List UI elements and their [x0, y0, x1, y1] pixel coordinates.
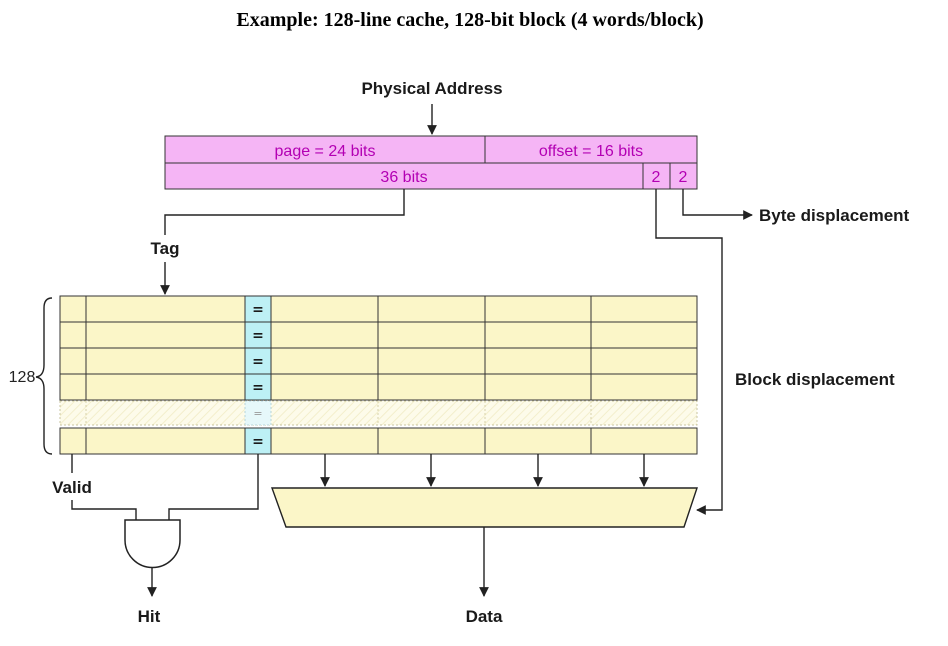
tag-comparator — [244, 373, 272, 401]
byte-displacement-label: Byte displacement — [759, 206, 910, 225]
block-bits-label: 2 — [652, 169, 661, 186]
tag-comparator — [244, 347, 272, 375]
compare-wire-to-gate — [168, 454, 259, 520]
valid-label: Valid — [52, 478, 92, 497]
byte-bits-field — [669, 162, 698, 190]
page-field-label: page = 24 bits — [275, 143, 376, 160]
comparator-symbol: = — [252, 328, 264, 344]
line-count-label: 128 — [9, 369, 36, 386]
comparator-symbol-faded: = — [253, 407, 262, 420]
tag-wire-top — [164, 189, 405, 235]
line-count-brace — [35, 297, 53, 455]
tag-comparator — [244, 321, 272, 349]
comparator-symbol: = — [252, 302, 264, 318]
word-multiplexer — [271, 487, 698, 528]
physical-address-label: Physical Address — [361, 79, 502, 98]
offset-field — [484, 135, 698, 164]
data-label: Data — [466, 607, 503, 626]
tag-label: Tag — [151, 239, 180, 258]
and-gate — [124, 519, 181, 569]
valid-wire-to-gate — [71, 500, 137, 520]
comparator-symbol: = — [252, 354, 264, 370]
byte-bits-label: 2 — [679, 169, 688, 186]
address-register: page = 24 bits offset = 16 bits 36 bits … — [164, 135, 698, 190]
block-displacement-label: Block displacement — [735, 370, 895, 389]
tag-comparator — [244, 427, 272, 455]
byte-displacement-wire — [682, 189, 753, 220]
offset-field-label: offset = 16 bits — [539, 143, 643, 160]
diagram-title: Example: 128-line cache, 128-bit block (… — [236, 9, 703, 31]
block-displacement-wire — [655, 189, 723, 515]
hit-label: Hit — [138, 607, 161, 626]
tag-bits-label: 36 bits — [380, 169, 427, 186]
comparator-symbol: = — [252, 380, 264, 396]
cache-array: = = = = = = — [59, 295, 698, 455]
tag-comparator — [244, 295, 272, 323]
column-dividers — [85, 296, 592, 454]
comparator-symbol: = — [252, 434, 264, 450]
